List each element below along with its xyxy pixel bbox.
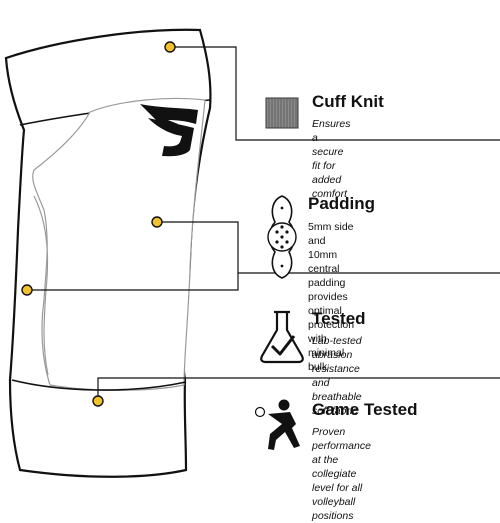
- wing-logo-icon: [140, 104, 198, 157]
- knee-pad-illustration: [4, 28, 500, 478]
- callout-bottom: [92, 377, 500, 407]
- feature-description: Ensures a secure fit for added comfort: [312, 117, 351, 201]
- pad-icon: [267, 195, 297, 279]
- volleyball-player-icon: [254, 399, 300, 450]
- feature-title: Padding: [308, 194, 376, 213]
- callout-cuff-knit: [164, 41, 500, 141]
- bottom-band: [11, 379, 187, 391]
- description-line: minimal bulk: [308, 347, 345, 373]
- description-line: Lab-tested abrasion resistance: [312, 335, 362, 375]
- callout-side: [21, 273, 239, 296]
- description-line: 5mm side and 10mm central padding: [308, 221, 354, 289]
- feature-description: Proven performance at the collegiate lev…: [312, 425, 371, 523]
- description-line: provides optimal protection with: [308, 291, 355, 345]
- feature-description: 5mm side and 10mm central padding provid…: [308, 220, 354, 374]
- knit-texture-icon: [265, 97, 299, 129]
- feature-title: Cuff Knit: [312, 92, 384, 111]
- callout-padding: [151, 216, 500, 274]
- flask-check-icon: [260, 310, 304, 364]
- feature-title: Game Tested: [312, 400, 418, 419]
- description-line: Proven performance at the collegiate: [312, 426, 371, 480]
- description-line: Ensures a secure fit for added comfort: [312, 118, 351, 200]
- description-line: level for all volleyball positions: [312, 482, 363, 522]
- description-line: and breathable soft fabric: [312, 377, 362, 417]
- feature-description: Lab-tested abrasion resistance and breat…: [312, 334, 362, 418]
- feature-title: Tested: [312, 309, 366, 328]
